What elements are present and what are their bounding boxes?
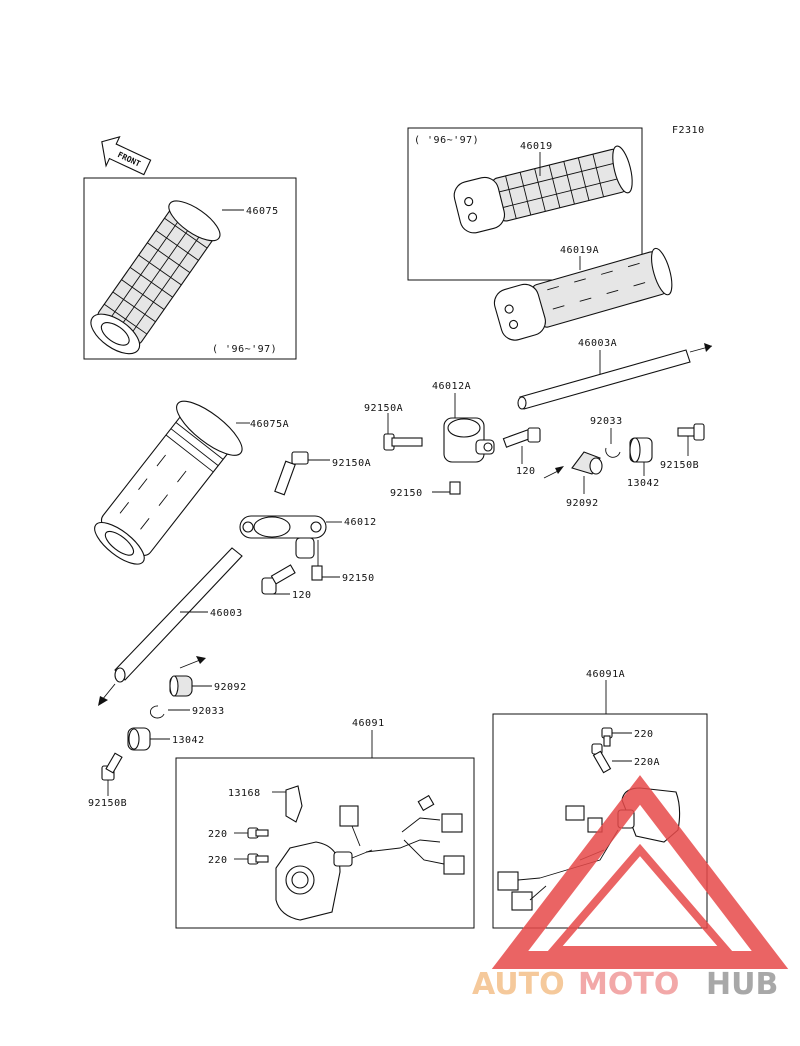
- screw-220-lower-left: [247, 853, 269, 865]
- label-92092-lower: 92092: [214, 682, 247, 693]
- label-92150B-upper: 92150B: [660, 460, 699, 471]
- label-46091A: 46091A: [586, 669, 625, 680]
- bolt-92150A-upper: [383, 433, 423, 451]
- label-13168: 13168: [228, 788, 261, 799]
- screw-220-right: [601, 727, 613, 747]
- spacer-13042-upper: [629, 437, 653, 463]
- front-arrow-icon: FRONT: [101, 135, 152, 176]
- spacer-13042-lower: [127, 727, 151, 751]
- right-grip-46019: [453, 145, 633, 234]
- left-grip-46075A: [94, 400, 243, 565]
- label-92150A-lower: 92150A: [332, 458, 371, 469]
- bolt-92150B-lower: [101, 752, 123, 781]
- clamp-46012: [239, 515, 327, 559]
- bolt-120-upper: [502, 427, 541, 448]
- switch-46091A-box: [492, 713, 708, 929]
- label-220-upper-left: 220: [208, 829, 228, 840]
- label-92033-upper: 92033: [590, 416, 623, 427]
- clamp-46012A: [443, 417, 495, 463]
- label-46091: 46091: [352, 718, 385, 729]
- label-220-lower-left: 220: [208, 855, 228, 866]
- switch-46091-box: [175, 757, 475, 929]
- label-220A: 220A: [634, 757, 660, 768]
- bracket-13168: [285, 785, 303, 823]
- grip-left-96-97-box: [83, 177, 297, 360]
- clip-92033-lower: [150, 705, 165, 719]
- pipe-46003A: [517, 343, 713, 410]
- weight-92092-upper: [571, 451, 603, 475]
- weight-92092-lower: [169, 675, 193, 697]
- figure-code: F2310: [672, 125, 705, 136]
- watermark-auto: AUTO: [472, 967, 565, 1002]
- label-46075: 46075: [246, 206, 279, 217]
- bolt-120-mid: [261, 564, 296, 595]
- grip-right-96-97-box: [407, 127, 643, 281]
- clip-92033-upper: [605, 447, 621, 458]
- label-46012A: 46012A: [432, 381, 471, 392]
- label-46075A: 46075A: [250, 419, 289, 430]
- label-46003A: 46003A: [578, 338, 617, 349]
- bolt-92150B-upper: [677, 423, 705, 441]
- label-13042-lower: 13042: [172, 735, 205, 746]
- label-13042-upper: 13042: [627, 478, 660, 489]
- label-120-mid: 120: [292, 590, 312, 601]
- label-220-right: 220: [634, 729, 654, 740]
- bolt-92150A-lower: [274, 451, 309, 496]
- year-note-right: ( '96~'97): [414, 135, 479, 146]
- label-46012: 46012: [344, 517, 377, 528]
- bolt-92150-upper: [449, 481, 461, 495]
- watermark-moto: MOTO: [578, 967, 679, 1002]
- label-92150-mid: 92150: [342, 573, 375, 584]
- label-120-upper: 120: [516, 466, 536, 477]
- label-46019A: 46019A: [560, 245, 599, 256]
- pipe-46003: [98, 547, 243, 706]
- screw-220-upper-left: [247, 827, 269, 839]
- label-92150A-upper: 92150A: [364, 403, 403, 414]
- automotohub-watermark: AUTO MOTO HUB: [472, 775, 789, 1002]
- right-grip-46019A: [493, 247, 673, 341]
- label-92092-upper: 92092: [566, 498, 599, 509]
- label-92150B-lower: 92150B: [88, 798, 127, 809]
- label-92150-upper: 92150: [390, 488, 423, 499]
- label-46003: 46003: [210, 608, 243, 619]
- year-note-left: ( '96~'97): [212, 344, 277, 355]
- switch-housing-left: [275, 794, 465, 921]
- label-46019: 46019: [520, 141, 553, 152]
- left-grip-46075: [90, 200, 221, 355]
- screw-220A: [591, 743, 612, 774]
- watermark-hub: HUB: [706, 967, 778, 1002]
- bolt-92150-mid: [311, 565, 323, 581]
- label-92033-lower: 92033: [192, 706, 225, 717]
